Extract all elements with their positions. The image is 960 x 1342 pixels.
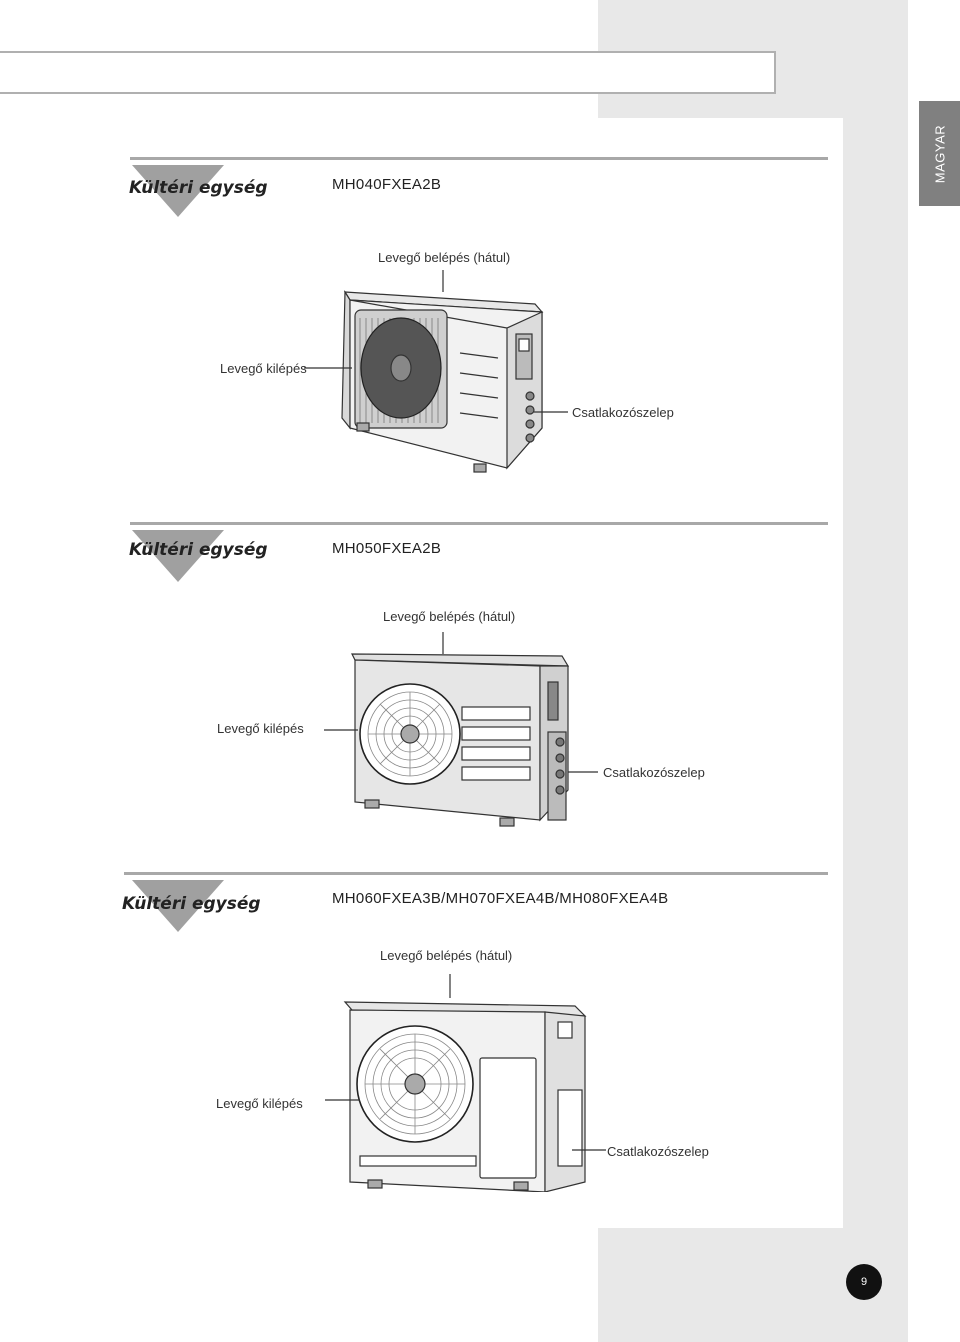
label-valve: Csatlakozószelep	[603, 765, 705, 780]
background-panel-right	[843, 118, 908, 1228]
header-bar	[0, 51, 776, 94]
label-air-outlet: Levegő kilépés	[220, 361, 307, 376]
section-title: Kültéri egység	[129, 178, 268, 198]
outdoor-unit-illustration	[325, 974, 606, 1192]
model-number: MH060FXEA3B/MH070FXEA4B/MH080FXEA4B	[332, 890, 669, 907]
label-air-outlet: Levegő kilépés	[216, 1096, 303, 1111]
page-number: 9	[846, 1264, 882, 1300]
model-number: MH050FXEA2B	[332, 540, 442, 557]
section-title: Kültéri egység	[129, 540, 268, 560]
label-air-outlet: Levegő kilépés	[217, 721, 304, 736]
section-divider	[130, 157, 828, 160]
label-valve: Csatlakozószelep	[572, 405, 674, 420]
model-number: MH040FXEA2B	[332, 176, 442, 193]
label-air-inlet: Levegő belépés (hátul)	[383, 609, 516, 624]
section-marker-triangle	[132, 880, 224, 932]
language-tab: MAGYAR	[919, 101, 960, 206]
section-divider	[124, 872, 828, 875]
section-title: Kültéri egység	[122, 894, 261, 914]
label-air-inlet: Levegő belépés (hátul)	[378, 250, 511, 265]
language-label: MAGYAR	[932, 124, 947, 183]
outdoor-unit-illustration	[304, 270, 568, 473]
label-air-inlet: Levegő belépés (hátul)	[380, 948, 513, 963]
section-marker-triangle	[132, 165, 224, 217]
label-valve: Csatlakozószelep	[607, 1144, 709, 1159]
section-divider	[130, 522, 828, 525]
outdoor-unit-illustration	[324, 632, 598, 827]
section-marker-triangle	[132, 530, 224, 582]
